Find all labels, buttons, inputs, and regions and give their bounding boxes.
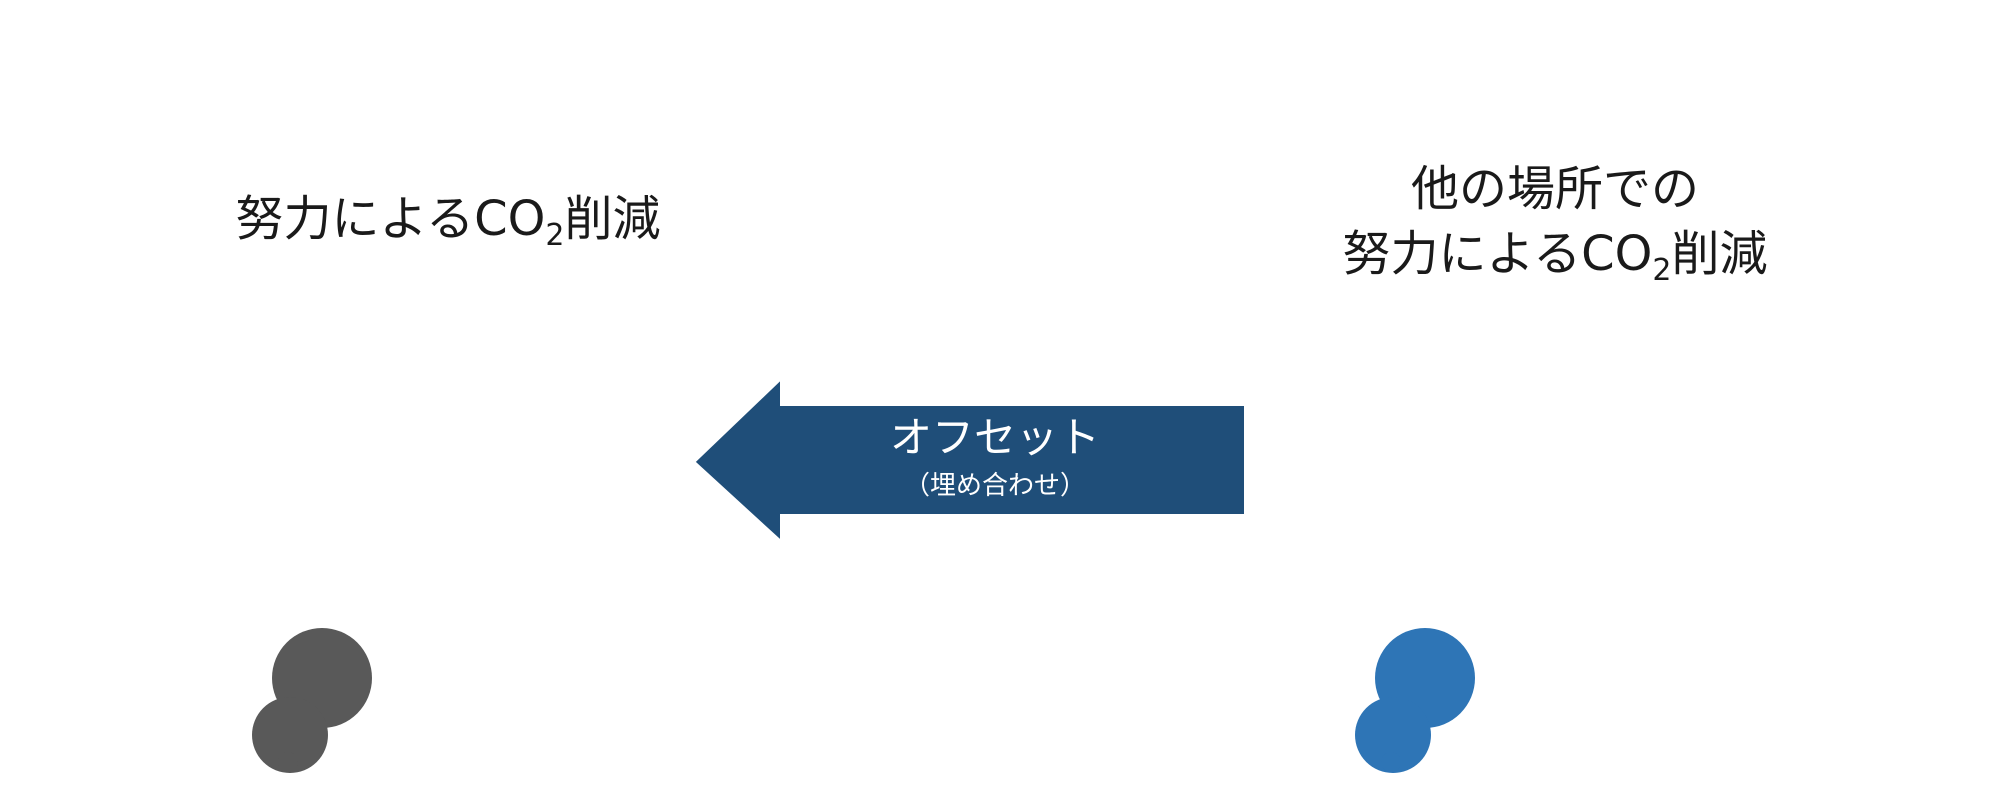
- left-cloud-top: [0, 0, 1000, 332]
- left-cloud: 努力によるCO2削減 減らせないCO2排出: [0, 0, 1000, 773]
- offset-arrow-label: オフセット: [890, 413, 1100, 462]
- offset-arrow-sublabel: （埋め合わせ）: [904, 471, 1086, 501]
- right-cloud-tail-bubble: [1355, 697, 1431, 773]
- right-cloud: 他の場所での 努力によるCO2削減 他の場所での さらなるCO2削減: [1343, 161, 1768, 773]
- left-cloud-top-label: 努力によるCO2削減: [236, 191, 661, 253]
- right-cloud-tail-bubble: [1381, 752, 1401, 772]
- left-cloud-bottom-label: 減らせないCO2排出: [207, 428, 632, 490]
- right-cloud-bottom-label-line1: 他の場所での: [1411, 393, 1699, 449]
- left-cloud-tail-bubble: [278, 752, 298, 772]
- right-cloud-bottom-label-line2: さらなるCO2削減: [1366, 458, 1744, 520]
- left-cloud-tail-bubble: [252, 697, 328, 773]
- offset-arrow: オフセット （埋め合わせ）: [684, 362, 1252, 558]
- offset-arrow-shape: [684, 362, 1252, 558]
- right-cloud-top-label-line2: 努力によるCO2削減: [1343, 226, 1768, 288]
- right-cloud-top-label-line1: 他の場所での: [1411, 161, 1699, 217]
